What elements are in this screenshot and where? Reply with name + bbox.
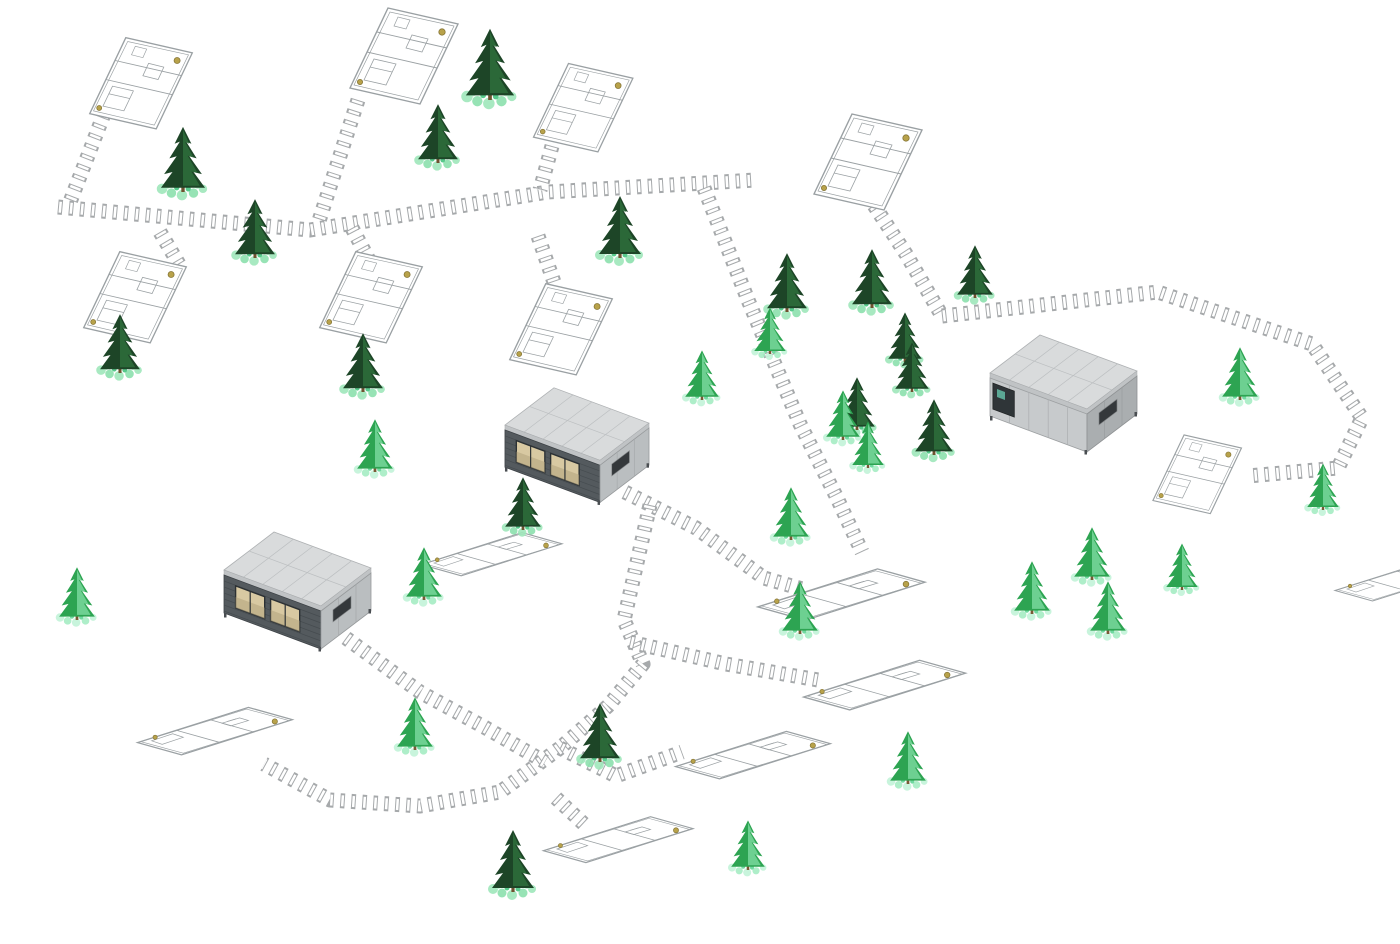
walkway-path (628, 634, 820, 688)
walkway-plank-fill (261, 743, 564, 812)
pine-tree-light (1070, 527, 1112, 587)
cabin-3d (989, 334, 1138, 455)
pine-tree-light (1010, 561, 1052, 621)
pine-tree-dark (501, 477, 543, 537)
cabin-floor-plan (319, 251, 423, 344)
pine-tree-light (55, 567, 97, 627)
pine-tree-dark (414, 104, 460, 171)
pine-tree-light (886, 731, 928, 791)
pine-tree-dark (848, 249, 894, 316)
walkway-plank-fill (64, 112, 110, 204)
cabin-3d (223, 531, 372, 653)
walkway-plank-fill (552, 793, 590, 831)
cabin-floor-plan (803, 659, 967, 711)
cabin-floor-plan (83, 251, 187, 344)
pine-tree-light (728, 820, 767, 877)
walkway-plank-fill (342, 633, 548, 767)
cabin-floor-plan (1334, 559, 1400, 602)
pine-tree-dark (595, 196, 643, 266)
pine-tree-dark (576, 703, 622, 770)
walkway-path (260, 741, 565, 814)
walkway-plank-fill (532, 234, 562, 290)
pine-tree-dark (339, 333, 385, 400)
pine-tree-dark (488, 830, 536, 900)
walkway-path (57, 172, 757, 238)
cabin-floor-plan (757, 568, 926, 621)
pine-tree-dark (953, 245, 995, 305)
walkway-plank-fill (698, 185, 867, 555)
cabin-floor-plan (420, 532, 563, 577)
pine-tree-light (1218, 347, 1260, 407)
walkway-plank-fill (556, 503, 656, 753)
walkway-path (697, 185, 869, 556)
pine-tree-light (1163, 543, 1200, 596)
pine-tree-light (769, 487, 811, 547)
cabin-floor-plan (349, 7, 459, 105)
pine-tree-light (353, 419, 395, 479)
layer-floorplans (83, 7, 1400, 864)
walkway-plank-fill (863, 192, 947, 319)
pine-tree-light (1086, 581, 1128, 641)
cabin-floor-plan (89, 37, 193, 130)
cabin-floor-plan (509, 283, 613, 376)
pine-tree-light (682, 350, 721, 407)
pine-tree-light (393, 697, 435, 757)
walkway-path (621, 485, 809, 598)
pine-tree-dark (156, 126, 208, 201)
walkway-path (555, 503, 658, 754)
cabin-floor-plan (1152, 434, 1243, 515)
pine-tree-dark (461, 28, 517, 110)
cabin-floor-plan (136, 706, 294, 756)
walkway-plank-fill (628, 636, 819, 686)
cabin-floor-plan (532, 62, 634, 153)
walkway-path (310, 97, 366, 227)
cabin-floor-plan (542, 816, 694, 864)
cabin-floor-plan (674, 730, 832, 780)
pine-tree-dark (911, 399, 955, 463)
walkway-path (532, 144, 560, 192)
cabin-floor-plan (813, 113, 923, 211)
pine-tree-light (402, 547, 444, 607)
